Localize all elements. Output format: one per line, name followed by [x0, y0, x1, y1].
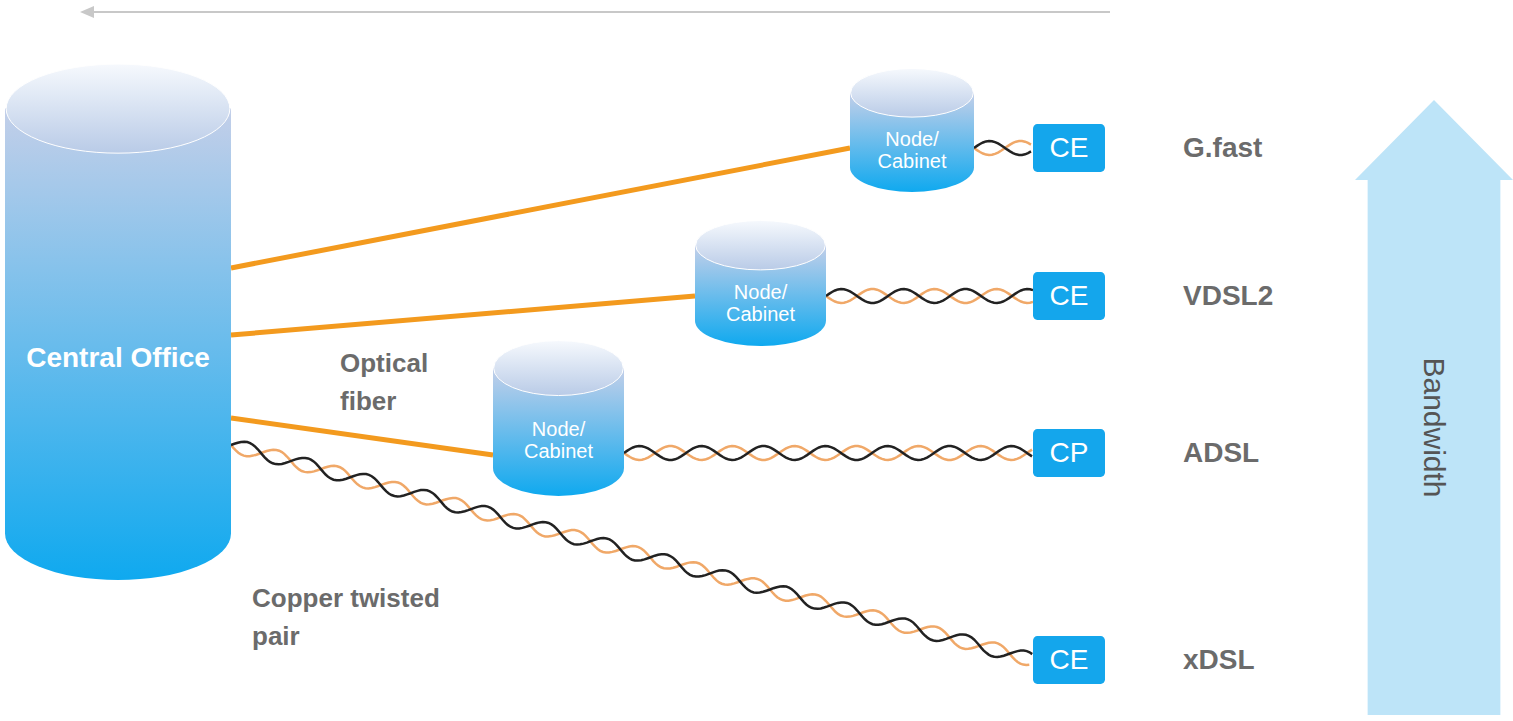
twisted-pair-line: [624, 446, 1032, 460]
customer-equipment-box: CE: [1033, 636, 1105, 684]
node-label: Node/ Cabinet: [701, 281, 820, 325]
direction-arrowhead: [80, 6, 94, 18]
technology-label: G.fast: [1183, 134, 1262, 162]
cabinet-cylinder: Node/ Cabinet: [850, 68, 974, 192]
node-label: Node/ Cabinet: [856, 128, 968, 172]
technology-label: VDSL2: [1183, 282, 1273, 310]
node-label: Node/ Cabinet: [499, 418, 618, 462]
twisted-pair-line: [974, 141, 1031, 155]
central-office-cylinder-shape: [5, 62, 231, 580]
axis-label: Bandwidth: [1417, 357, 1450, 497]
medium-label: Copper twisted pair: [252, 580, 452, 655]
node-label: CE: [1050, 133, 1089, 164]
cabinet-cylinder: Node/ Cabinet: [493, 340, 624, 496]
cabinet-cylinder-shape: [493, 340, 624, 496]
technology-label: ADSL: [1183, 439, 1259, 467]
customer-premises-box: CP: [1033, 429, 1105, 477]
bandwidth-arrow: Bandwidth: [1355, 100, 1513, 715]
node-label: Central Office: [15, 343, 221, 374]
cabinet-cylinder: Node/ Cabinet: [695, 220, 826, 346]
direction-arrow: [90, 11, 1110, 13]
node-label: CE: [1050, 645, 1089, 676]
central-office-cylinder: Central Office: [5, 62, 231, 580]
customer-equipment-box: CE: [1033, 124, 1105, 172]
optical-fiber-line: [231, 296, 695, 335]
technology-label: xDSL: [1183, 646, 1255, 674]
node-label: CE: [1050, 281, 1089, 312]
node-label: CP: [1050, 438, 1089, 469]
medium-label: Optical fiber: [340, 345, 480, 420]
twisted-pair-line: [826, 289, 1033, 303]
twisted-pair-line: [231, 442, 1032, 665]
customer-equipment-box: CE: [1033, 272, 1105, 320]
